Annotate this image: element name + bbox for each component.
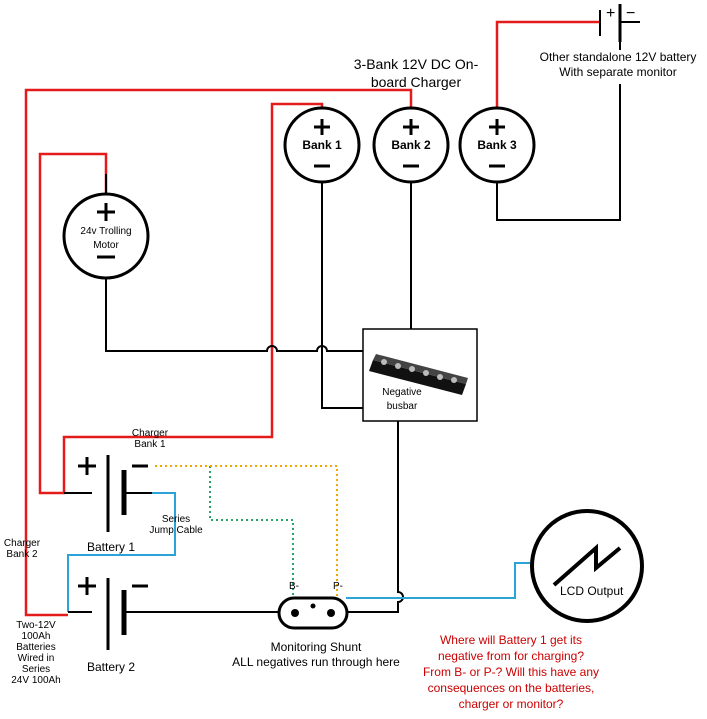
red-wires — [24, 20, 600, 617]
battery2-label: Battery 2 — [86, 660, 136, 674]
dotted-wires — [155, 465, 338, 596]
bank-note-line4: Wired in — [17, 653, 55, 664]
shunt-line1: Monitoring Shunt — [270, 640, 362, 654]
wire-busbar-to-shunt — [346, 420, 404, 613]
battery1-symbol — [64, 455, 152, 532]
blue-wires — [67, 492, 535, 612]
wire-motor-negative — [105, 278, 363, 352]
battery1-label: Battery 1 — [86, 540, 136, 554]
charger-banks — [283, 106, 536, 184]
charger-title-line2: board Charger — [370, 74, 462, 90]
bank1-label: Bank 1 — [302, 138, 342, 152]
busbar-image — [369, 354, 468, 395]
bank-note-line6: 24V 100Ah — [11, 675, 61, 686]
wire-bank1-negative — [321, 180, 363, 409]
shunt-b-minus: B- — [289, 581, 299, 592]
question-line2: negative from for charging? — [437, 649, 585, 663]
shunt-p-minus: P- — [333, 581, 343, 592]
bank3-label: Bank 3 — [477, 138, 517, 152]
trolling-motor-line2: Motor — [93, 240, 119, 251]
shunt-line2: ALL negatives run through here — [232, 655, 400, 669]
lcd-output-circle — [530, 509, 644, 623]
series-line2: Jump Cable — [149, 525, 203, 536]
wire-shunt-to-lcd — [346, 562, 535, 599]
bank-note-line2: 100Ah — [21, 631, 51, 642]
standalone-plus: + — [606, 5, 615, 22]
charger-bank1-line1: Charger — [131, 428, 169, 439]
question-line5: charger or monitor? — [458, 697, 564, 711]
question-line1: Where will Battery 1 get its — [439, 633, 583, 647]
battery2-symbol — [68, 577, 155, 650]
bank-note-line5: Series — [21, 664, 51, 675]
charger-bank2-line1: Charger — [3, 538, 41, 549]
series-line1: Series — [161, 514, 191, 525]
shunt-center-dot — [310, 603, 316, 609]
bank2-circle — [372, 106, 450, 184]
question-line4: consequences on the batteries, — [427, 681, 595, 695]
wire-trolling-positive — [38, 152, 108, 495]
shunt-terminal-p — [327, 609, 335, 617]
wire-standalone-positive — [495, 20, 600, 108]
question-line3: From B- or P-? Will this have any — [422, 665, 600, 679]
shunt-terminal-b — [291, 609, 299, 617]
bank-symbols — [314, 119, 505, 168]
bank3-circle — [458, 106, 536, 184]
standalone-battery-symbol — [599, 4, 640, 50]
wire-charger-bank1 — [62, 102, 324, 466]
bank2-label: Bank 2 — [391, 138, 431, 152]
standalone-line2: With separate monitor — [559, 65, 677, 79]
busbar-line2: busbar — [386, 401, 418, 412]
standalone-minus: − — [626, 5, 635, 22]
standalone-line1: Other standalone 12V battery — [539, 50, 697, 64]
busbar-line1: Negative — [382, 387, 422, 398]
wire-series-jump — [67, 492, 176, 612]
bank1-circle — [283, 106, 361, 184]
lcd-output-label: LCD Output — [560, 584, 624, 598]
bank-note-line3: Batteries — [16, 642, 56, 653]
wire-charger-bank2 — [24, 88, 413, 617]
charger-bank1-line2: Bank 1 — [134, 439, 166, 450]
bank-note-line1: Two-12V — [16, 620, 56, 631]
charger-bank2-line2: Bank 2 — [6, 549, 38, 560]
shunt-body — [277, 596, 349, 630]
charger-title-line1: 3-Bank 12V DC On- — [353, 56, 479, 72]
lcd-lightning-icon — [552, 543, 622, 587]
trolling-motor-symbols — [97, 203, 115, 259]
trolling-motor-line1: 24v Trolling — [80, 226, 132, 237]
wire-orange-dotted — [155, 465, 338, 596]
wire-bank3-negative — [496, 84, 621, 221]
